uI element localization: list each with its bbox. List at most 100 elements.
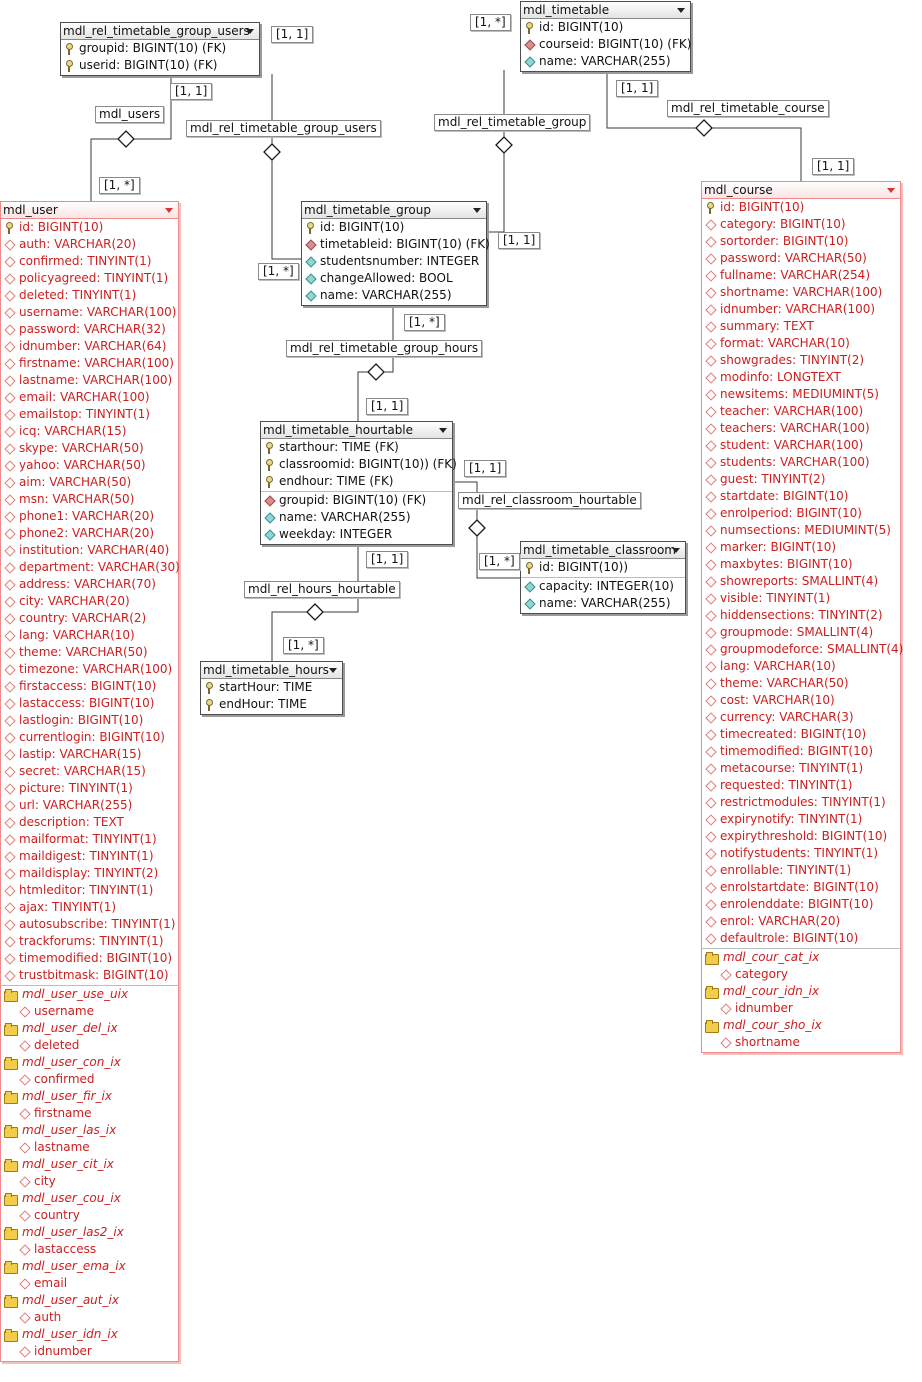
relationship-line[interactable] xyxy=(271,74,301,260)
attribute-row[interactable]: groupmode: SMALLINT(4) xyxy=(702,624,900,641)
dropdown-arrow-icon[interactable] xyxy=(439,428,447,433)
attribute-row[interactable]: id: BIGINT(10) xyxy=(302,219,486,236)
attribute-row[interactable]: trustbitmask: BIGINT(10) xyxy=(1,967,178,984)
attribute-row[interactable]: groupmodeforce: SMALLINT(4) xyxy=(702,641,903,658)
attribute-row[interactable]: timetableid: BIGINT(10) (FK) xyxy=(302,236,490,253)
dropdown-arrow-icon[interactable] xyxy=(246,29,254,34)
attribute-row[interactable]: firstname: VARCHAR(100) xyxy=(1,355,178,372)
entity-title[interactable]: mdl_timetable_hourtable xyxy=(261,422,452,439)
index-row[interactable]: mdl_user_ema_ix xyxy=(1,1258,178,1275)
attribute-row[interactable]: lang: VARCHAR(10) xyxy=(702,658,900,675)
attribute-row[interactable]: lastip: VARCHAR(15) xyxy=(1,746,178,763)
attribute-row[interactable]: timemodified: BIGINT(10) xyxy=(1,950,178,967)
attribute-row[interactable]: id: BIGINT(10) xyxy=(702,199,900,216)
attribute-row[interactable]: autosubscribe: TINYINT(1) xyxy=(1,916,178,933)
attribute-row[interactable]: auth: VARCHAR(20) xyxy=(1,236,178,253)
attribute-row[interactable]: showreports: SMALLINT(4) xyxy=(702,573,900,590)
attribute-row[interactable]: htmleditor: TINYINT(1) xyxy=(1,882,178,899)
attribute-row[interactable]: yahoo: VARCHAR(50) xyxy=(1,457,178,474)
entity-title[interactable]: mdl_timetable_hours xyxy=(201,662,342,679)
attribute-row[interactable]: lastaccess: BIGINT(10) xyxy=(1,695,178,712)
attribute-row[interactable]: shortname: VARCHAR(100) xyxy=(702,284,900,301)
attribute-row[interactable]: description: TEXT xyxy=(1,814,178,831)
attribute-row[interactable]: visible: TINYINT(1) xyxy=(702,590,900,607)
attribute-row[interactable]: department: VARCHAR(30) xyxy=(1,559,180,576)
index-column-row[interactable]: confirmed xyxy=(1,1071,178,1088)
attribute-row[interactable]: lastlogin: BIGINT(10) xyxy=(1,712,178,729)
attribute-row[interactable]: startHour: TIME xyxy=(201,679,342,696)
attribute-row[interactable]: id: BIGINT(10)) xyxy=(521,559,685,576)
index-row[interactable]: mdl_user_aut_ix xyxy=(1,1292,178,1309)
attribute-row[interactable]: hiddensections: TINYINT(2) xyxy=(702,607,900,624)
attribute-row[interactable]: cost: VARCHAR(10) xyxy=(702,692,900,709)
entity-title[interactable]: mdl_user xyxy=(1,202,178,219)
attribute-row[interactable]: endHour: TIME xyxy=(201,696,342,713)
attribute-row[interactable]: studentsnumber: INTEGER xyxy=(302,253,486,270)
attribute-row[interactable]: expirynotify: TINYINT(1) xyxy=(702,811,900,828)
attribute-row[interactable]: enrollable: TINYINT(1) xyxy=(702,862,900,879)
relationship-diamond-icon[interactable] xyxy=(495,136,513,154)
attribute-row[interactable]: name: VARCHAR(255) xyxy=(302,287,486,304)
relationship-label[interactable]: mdl_rel_timetable_course xyxy=(667,100,829,117)
index-column-row[interactable]: category xyxy=(702,966,900,983)
dropdown-arrow-icon[interactable] xyxy=(165,208,173,213)
relationship-label[interactable]: mdl_users xyxy=(95,106,165,123)
attribute-row[interactable]: enrol: VARCHAR(20) xyxy=(702,913,900,930)
relationship-diamond-icon[interactable] xyxy=(306,603,324,621)
attribute-row[interactable]: picture: TINYINT(1) xyxy=(1,780,178,797)
relationship-label[interactable]: mdl_rel_timetable_group xyxy=(434,114,591,131)
entity-title[interactable]: mdl_timetable_group xyxy=(302,202,486,219)
dropdown-arrow-icon[interactable] xyxy=(329,668,337,673)
attribute-row[interactable]: secret: VARCHAR(15) xyxy=(1,763,178,780)
attribute-row[interactable]: teachers: VARCHAR(100) xyxy=(702,420,900,437)
attribute-row[interactable]: icq: VARCHAR(15) xyxy=(1,423,178,440)
attribute-row[interactable]: theme: VARCHAR(50) xyxy=(702,675,900,692)
index-column-row[interactable]: lastaccess xyxy=(1,1241,178,1258)
attribute-row[interactable]: students: VARCHAR(100) xyxy=(702,454,900,471)
attribute-row[interactable]: email: VARCHAR(100) xyxy=(1,389,178,406)
attribute-row[interactable]: format: VARCHAR(10) xyxy=(702,335,900,352)
index-row[interactable]: mdl_user_con_ix xyxy=(1,1054,178,1071)
relationship-label[interactable]: mdl_rel_timetable_group_hours xyxy=(286,340,483,357)
attribute-row[interactable]: requested: TINYINT(1) xyxy=(702,777,900,794)
attribute-row[interactable]: phone1: VARCHAR(20) xyxy=(1,508,178,525)
attribute-row[interactable]: courseid: BIGINT(10) (FK) xyxy=(521,36,691,53)
attribute-row[interactable]: maildisplay: TINYINT(2) xyxy=(1,865,178,882)
relationship-label[interactable]: mdl_rel_classroom_hourtable xyxy=(458,492,641,509)
relationship-diamond-icon[interactable] xyxy=(263,143,281,161)
index-row[interactable]: mdl_cour_cat_ix xyxy=(702,949,900,966)
attribute-row[interactable]: name: VARCHAR(255) xyxy=(521,595,685,612)
attribute-row[interactable]: lastname: VARCHAR(100) xyxy=(1,372,178,389)
relationship-diamond-icon[interactable] xyxy=(367,363,385,381)
index-row[interactable]: mdl_cour_idn_ix xyxy=(702,983,900,1000)
attribute-row[interactable]: id: BIGINT(10) xyxy=(521,19,690,36)
attribute-row[interactable]: enrolstartdate: BIGINT(10) xyxy=(702,879,900,896)
attribute-row[interactable]: name: VARCHAR(255) xyxy=(521,53,690,70)
index-row[interactable]: mdl_cour_sho_ix xyxy=(702,1017,900,1034)
attribute-row[interactable]: password: VARCHAR(50) xyxy=(702,250,900,267)
attribute-row[interactable]: modinfo: LONGTEXT xyxy=(702,369,900,386)
attribute-row[interactable]: timezone: VARCHAR(100) xyxy=(1,661,178,678)
index-column-row[interactable]: email xyxy=(1,1275,178,1292)
index-column-row[interactable]: country xyxy=(1,1207,178,1224)
attribute-row[interactable]: fullname: VARCHAR(254) xyxy=(702,267,900,284)
index-row[interactable]: mdl_user_del_ix xyxy=(1,1020,178,1037)
attribute-row[interactable]: city: VARCHAR(20) xyxy=(1,593,178,610)
index-column-row[interactable]: deleted xyxy=(1,1037,178,1054)
attribute-row[interactable]: startdate: BIGINT(10) xyxy=(702,488,900,505)
entity-title[interactable]: mdl_timetable_classroom xyxy=(521,542,685,559)
attribute-row[interactable]: country: VARCHAR(2) xyxy=(1,610,178,627)
attribute-row[interactable]: theme: VARCHAR(50) xyxy=(1,644,178,661)
attribute-row[interactable]: ajax: TINYINT(1) xyxy=(1,899,178,916)
attribute-row[interactable]: lang: VARCHAR(10) xyxy=(1,627,178,644)
attribute-row[interactable]: userid: BIGINT(10) (FK) xyxy=(61,57,259,74)
attribute-row[interactable]: msn: VARCHAR(50) xyxy=(1,491,178,508)
attribute-row[interactable]: restrictmodules: TINYINT(1) xyxy=(702,794,900,811)
attribute-row[interactable]: starthour: TIME (FK) xyxy=(261,439,452,456)
index-column-row[interactable]: lastname xyxy=(1,1139,178,1156)
index-column-row[interactable]: idnumber xyxy=(702,1000,900,1017)
